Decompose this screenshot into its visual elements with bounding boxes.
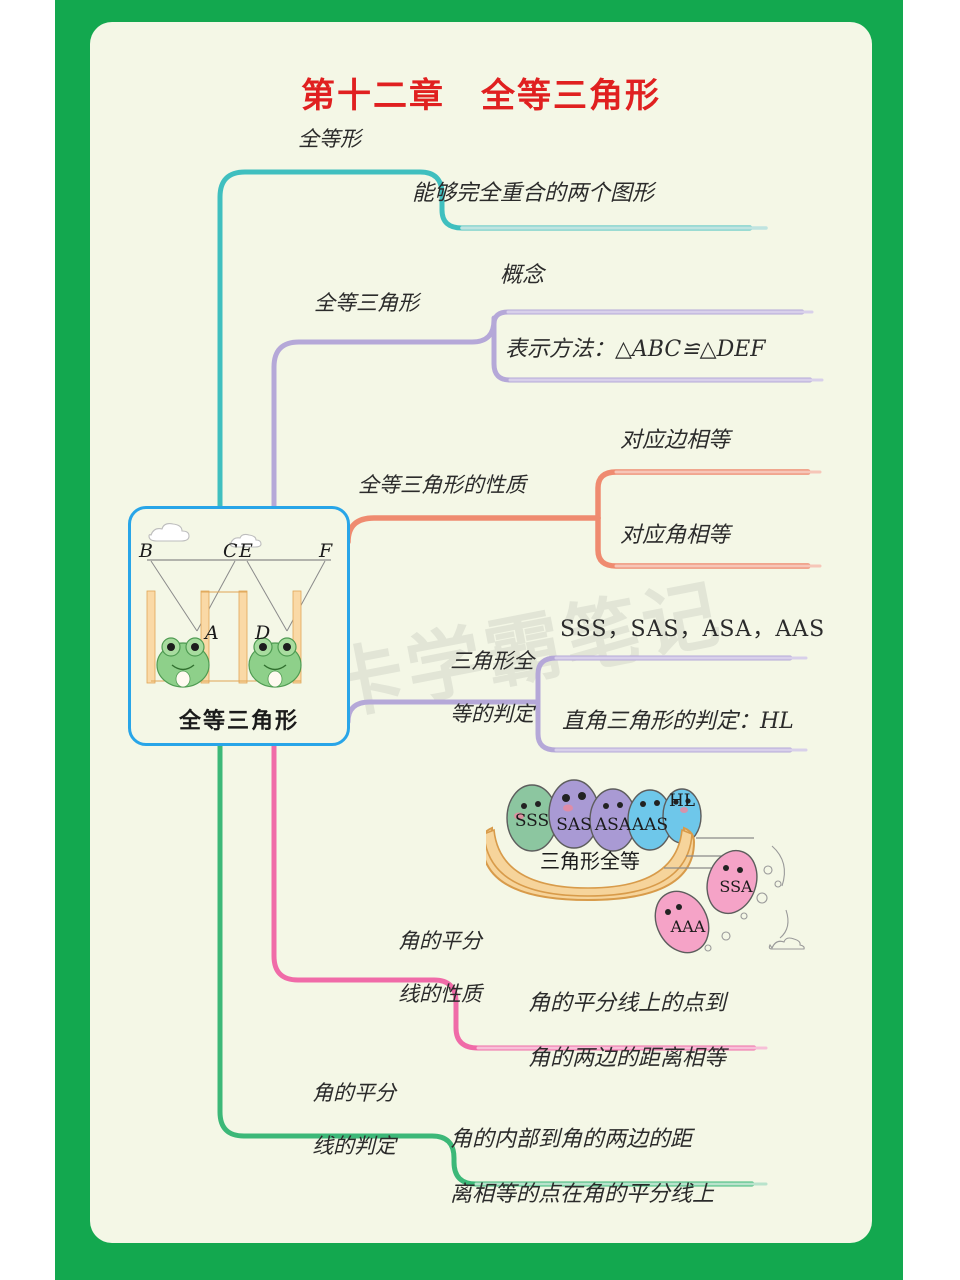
branch-label-congruent-figures: 全等形 (298, 127, 361, 151)
branch-label-bp-line1: 角的平分 (398, 929, 483, 954)
frog-icon-right (248, 637, 302, 688)
note-sheet: 绿卡学霸笔记 (90, 22, 872, 1243)
point-label-B: B (138, 540, 153, 562)
leaf-bc-line1: 角的内部到角的两边的距 (449, 1126, 692, 1152)
link-properties-stem (345, 515, 601, 545)
leaf-criteria-2: 直角三角形的判定：HL (562, 709, 794, 734)
boat-label: 三角形全等 (540, 849, 640, 873)
bean-label-sas: SAS (556, 815, 592, 835)
central-illustration: B C E F A D (138, 523, 333, 688)
leaf-bisector-criterion-1: 角的内部到角的两边的距 离相等的点在角的平分线上 (408, 1098, 714, 1236)
leaf-bp-line1: 角的平分线上的点到 (527, 990, 726, 1016)
point-label-D: D (254, 622, 270, 644)
bean-label-hl: HL (669, 791, 695, 811)
branch-label-criteria: 三角形全 等的判定 (410, 622, 534, 753)
point-label-E: E (238, 540, 253, 562)
leaf-criteria-1: SSS，SAS，ASA，AAS (560, 617, 826, 642)
point-label-F: F (318, 540, 333, 562)
bean-label-aas: AAS (631, 815, 668, 835)
bean-aaa (654, 890, 710, 954)
branch-label-bisector-property: 角的平分 线的性质 (358, 902, 482, 1033)
link-bisector-criterion (217, 737, 755, 1187)
bean-ssa (706, 849, 758, 915)
leaf-properties-1: 对应边相等 (620, 428, 731, 453)
bean-label-ssa: SSA (719, 877, 753, 896)
leaf-bp-line2: 角的两边的距离相等 (527, 1045, 726, 1071)
leaf-congruent-figures-1: 能够完全重合的两个图形 (412, 181, 655, 206)
link-criteria-leaf1 (535, 655, 793, 705)
leaf-congruent-triangles-1: 概念 (500, 263, 545, 288)
branch-label-congruent-triangles: 全等三角形 (314, 291, 419, 315)
bean-label-sss: SSS (515, 811, 549, 831)
cloud-icon (148, 523, 190, 542)
bean-label-aaa: AAA (670, 917, 706, 936)
page-title: 第十二章 全等三角形 (301, 76, 661, 116)
cloud-icon-2 (229, 533, 262, 548)
link-bisector-property (271, 737, 757, 1051)
link-congruent-figures (217, 169, 753, 653)
branch-label-bc-line1: 角的平分 (312, 1081, 397, 1106)
branch-label-criteria-line2: 等的判定 (450, 701, 535, 726)
cartoon-illustration: SSS SAS ASA AAS HL 三角形全等 (486, 779, 805, 954)
branch-label-properties: 全等三角形的性质 (358, 473, 526, 497)
frog-icon-left (156, 637, 210, 688)
leaf-properties-2: 对应角相等 (620, 523, 731, 548)
point-label-C: C (223, 540, 238, 562)
branch-label-bisector-criterion: 角的平分 线的判定 (272, 1054, 396, 1185)
link-properties-leaf1 (595, 469, 811, 521)
central-node-caption: 全等三角形 (178, 709, 299, 734)
central-node[interactable]: B C E F A D 全等三角形 (128, 506, 350, 746)
branch-label-bp-line2: 线的性质 (398, 981, 483, 1006)
leaf-bisector-property-1: 角的平分线上的点到 角的两边的距离相等 (486, 962, 726, 1100)
bean-label-asa: ASA (594, 815, 632, 835)
leaf-bc-line2: 离相等的点在角的平分线上 (449, 1181, 714, 1207)
point-label-A: A (203, 622, 219, 644)
branch-label-criteria-line1: 三角形全 (450, 649, 535, 674)
leaf-congruent-triangles-2: 表示方法：△ABC≌△DEF (505, 337, 766, 362)
branch-label-bc-line2: 线的判定 (312, 1133, 397, 1158)
